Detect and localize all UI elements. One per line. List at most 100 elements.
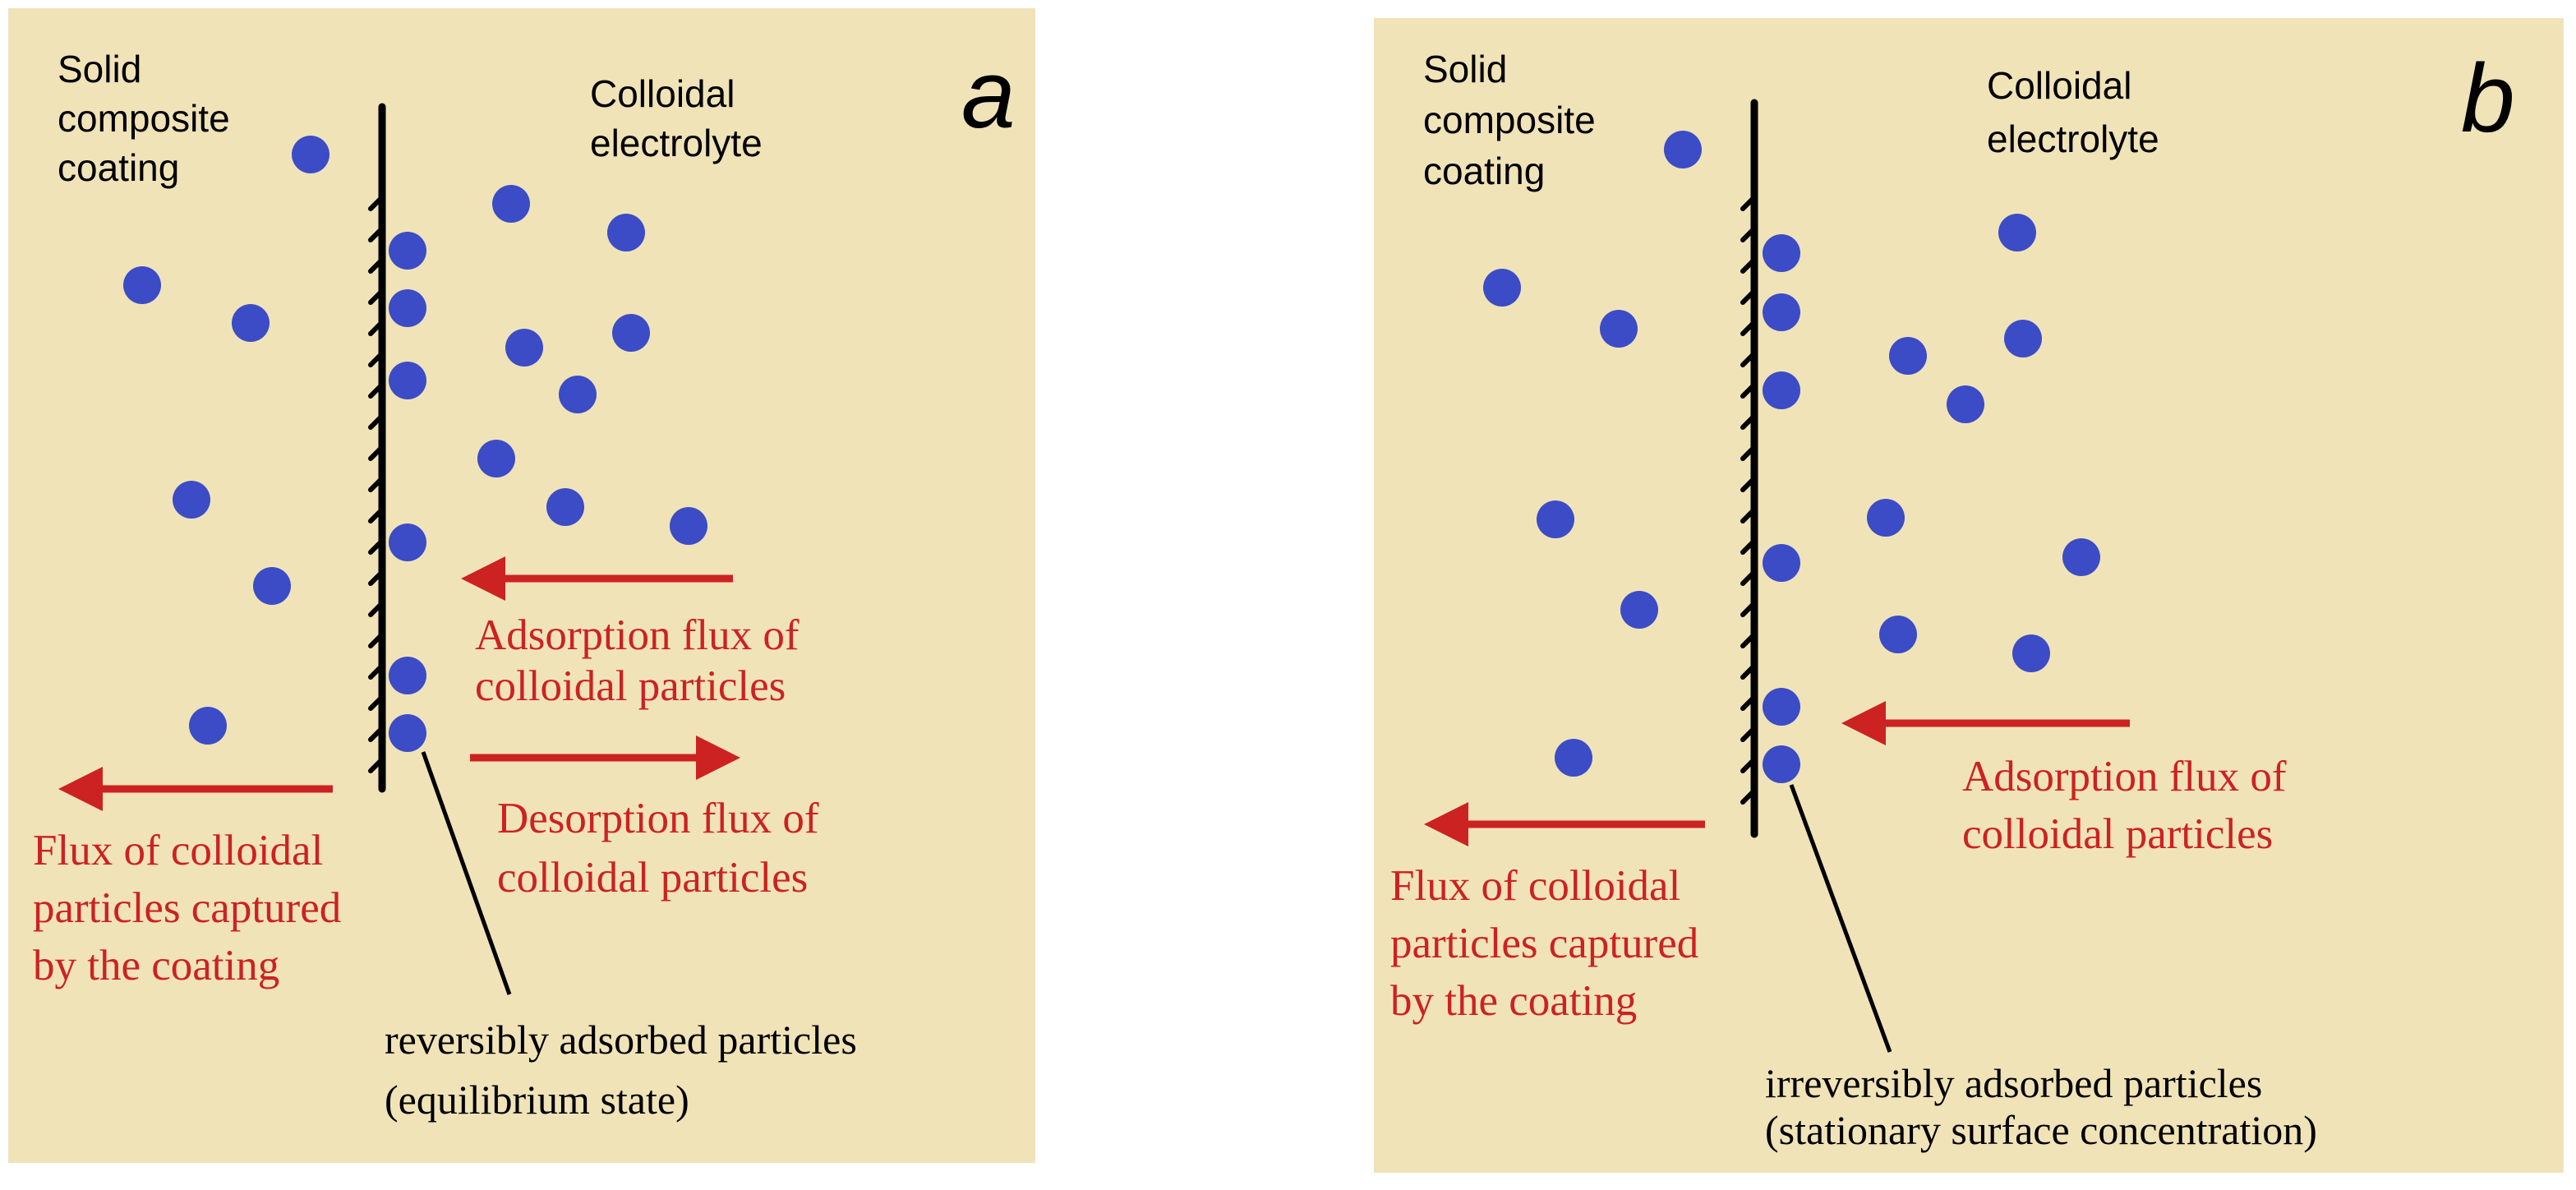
adsorbed-particle	[389, 289, 426, 327]
wall-hatch-mark	[1740, 663, 1757, 680]
wall-hatch-mark	[1740, 757, 1757, 773]
wall-hatch-mark	[368, 320, 385, 336]
wall-hatch-mark	[368, 570, 385, 586]
wall-hatch-mark	[1740, 538, 1757, 555]
particle	[2004, 320, 2042, 357]
particle	[477, 440, 515, 477]
wall-hatch-mark	[368, 757, 385, 773]
wall-hatch-mark	[1740, 413, 1757, 430]
particle	[123, 266, 161, 304]
wall-hatch-mark	[368, 726, 385, 742]
wall-hatch-mark	[1740, 195, 1757, 211]
captured-flux-label-a: Flux of colloidal particles captured by …	[33, 827, 352, 989]
adsorbed-particle	[389, 362, 426, 399]
adsorption-label-b: Adsorption flux of colloidal particles	[1962, 753, 2297, 858]
particle	[505, 329, 543, 367]
particle	[1889, 337, 1927, 375]
wall-hatch-mark	[1740, 632, 1757, 648]
adsorption-label-a: Adsorption flux of colloidal particles	[475, 611, 810, 710]
captured-flux-label-b: Flux of colloidal particles captured by …	[1390, 862, 1709, 1025]
particle	[2012, 634, 2050, 672]
particle	[253, 567, 291, 605]
wall-hatch-mark	[1740, 351, 1757, 367]
adsorbed-particle	[389, 232, 426, 270]
particle	[1947, 385, 1984, 423]
wall-hatch-mark	[368, 507, 385, 524]
adsorbed-particle	[1763, 544, 1800, 582]
adsorbed-particle	[389, 524, 426, 561]
wall-hatch-mark	[1740, 601, 1757, 617]
wall-hatch-mark	[1740, 476, 1757, 492]
arrows-b	[1424, 701, 2130, 846]
electrolyte-label-a: Colloidal electrolyte	[590, 72, 763, 164]
particle	[612, 314, 650, 352]
particle	[1867, 499, 1905, 537]
particle	[1879, 616, 1917, 653]
adsorbed-particle	[1763, 688, 1800, 726]
particle	[546, 488, 584, 526]
wall-hatch-mark	[1740, 226, 1757, 242]
particle	[173, 481, 210, 519]
adsorbed-particle	[1763, 745, 1800, 783]
coating-label-a: Solid composite coating	[58, 48, 240, 189]
particle	[1620, 591, 1658, 629]
wall-hatch-mark	[1740, 445, 1757, 461]
particle	[2062, 538, 2100, 576]
particles-b	[1483, 131, 2100, 783]
particle	[670, 507, 707, 545]
wall-hatch-mark	[1740, 694, 1757, 711]
coating-label-b: Solid composite coating	[1423, 48, 1606, 192]
wall-hatch-mark	[368, 351, 385, 367]
desorption-label-a: Desorption flux of colloidal particles	[497, 795, 830, 902]
wall-hatch-mark	[368, 413, 385, 430]
wall-hatch-mark	[368, 382, 385, 399]
particle	[559, 376, 597, 413]
wall-hatch-mark	[368, 226, 385, 242]
coating-surface-wall-a	[368, 103, 386, 793]
adsorbed-particle	[1763, 293, 1800, 331]
wall-hatch-mark	[368, 445, 385, 461]
particles-a	[123, 136, 707, 752]
wall-hatch-mark	[368, 632, 385, 648]
adsorbed-particle	[1763, 371, 1800, 409]
wall-hatch-mark	[368, 663, 385, 680]
wall-hatch-mark	[1740, 507, 1757, 524]
adsorbed-particle	[389, 714, 426, 752]
wall-hatch-mark	[368, 538, 385, 555]
particle	[1483, 269, 1521, 307]
panel-b-background	[1374, 18, 2564, 1173]
particle	[292, 136, 329, 173]
arrows-a	[58, 556, 740, 811]
particle	[607, 214, 645, 251]
particle	[492, 185, 530, 223]
particle	[1555, 739, 1592, 777]
wall-hatch-mark	[1740, 726, 1757, 742]
adsorbed-label-b: irreversibly adsorbed particles (station…	[1765, 1060, 2317, 1153]
adsorbed-pointer-b	[1789, 784, 1892, 1053]
wall-hatch-mark	[368, 476, 385, 492]
panel-b: b Solid composite coating Colloidal elec…	[1374, 18, 2564, 1173]
adsorbed-particle	[389, 657, 426, 694]
wall-hatch-mark	[1740, 320, 1757, 336]
wall-hatch-mark	[1740, 788, 1757, 805]
wall-hatch-mark	[368, 601, 385, 617]
panel-letter-b: b	[2461, 44, 2515, 153]
particle	[1600, 310, 1638, 348]
wall-hatch-mark	[1740, 257, 1757, 274]
panel-a: a Solid composite coating Colloidal elec…	[8, 8, 1035, 1163]
wall-hatch-mark	[1740, 570, 1757, 586]
adsorbed-particle	[1763, 234, 1800, 272]
wall-hatch-mark	[368, 288, 385, 305]
particle	[1998, 214, 2036, 251]
particle	[1664, 131, 1702, 168]
wall-hatch-mark	[1740, 382, 1757, 399]
wall-hatch-mark	[368, 257, 385, 274]
electrolyte-label-b: Colloidal electrolyte	[1987, 64, 2159, 160]
particle	[232, 304, 270, 342]
wall-hatch-mark	[1740, 288, 1757, 305]
adsorbed-label-a: reversibly adsorbed particles (equilibri…	[385, 1017, 867, 1123]
particle	[1537, 500, 1574, 538]
adsorbed-pointer-a	[421, 751, 512, 995]
panel-letter-a: a	[961, 40, 1016, 149]
